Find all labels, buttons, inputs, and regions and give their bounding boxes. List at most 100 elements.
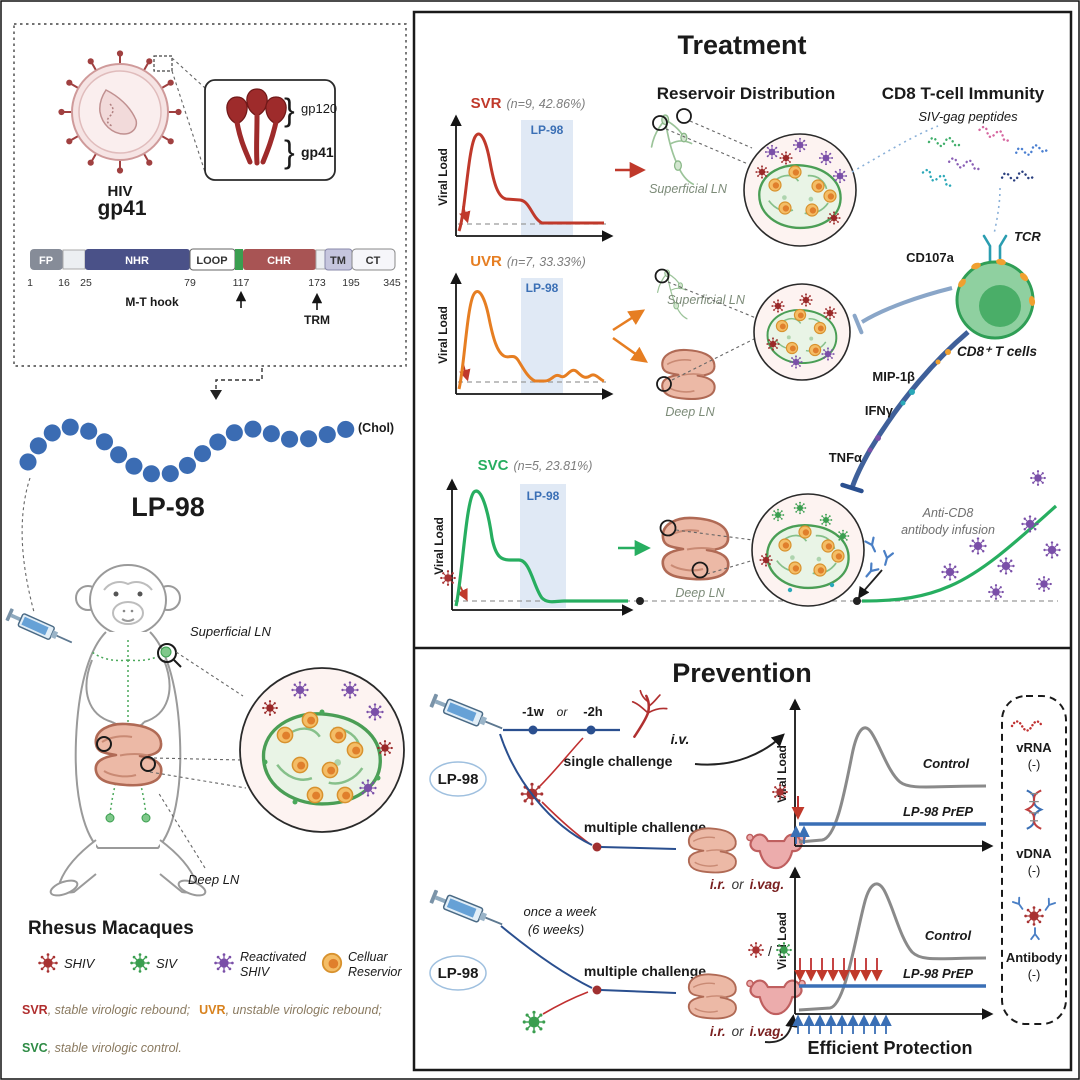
control-curve (798, 882, 987, 1012)
lp98-badge-circle (429, 955, 487, 991)
iv-route-label: i.v. (671, 731, 690, 747)
anti-cd8-label-line1: Anti-CD8 (922, 506, 974, 520)
gp41-brace: } (284, 134, 295, 170)
gp120-brace: } (284, 92, 295, 128)
zoom-pointer-line (671, 337, 757, 381)
hiv-virion-icon (58, 50, 182, 174)
left-panel: HIV } } gp120 gp41 gp41 FP NHR (4, 23, 407, 1055)
reactivated-shiv-icon (1020, 514, 1040, 534)
uvr-arrow-icon (612, 309, 646, 332)
challenge-dot (592, 985, 602, 995)
zoom-pointer-line (665, 128, 749, 165)
inhibition-tbar-icon (852, 313, 864, 335)
deep-ln-pointer-line (157, 791, 206, 869)
viral-load-axis-label: Viral Load (436, 306, 450, 364)
ln-marker-icon (676, 108, 692, 124)
shiv-icon (439, 569, 457, 587)
gp41-stems-icon (234, 113, 279, 166)
lp98-to-syringe-line (21, 477, 35, 613)
reactivated-shiv-icon (996, 556, 1016, 576)
tcell-nucleus (979, 285, 1021, 327)
svr-group-label: SVR(n=9, 42.86%) (471, 95, 586, 112)
gp41-domain-bar: FP NHR LOOP CHR TM CT (30, 248, 396, 271)
segment-fp: FP (39, 255, 53, 267)
challenge-arrows-row (794, 958, 883, 982)
zoom-pointer-line (667, 281, 757, 319)
gp120-label: gp120 (301, 101, 337, 116)
timeline-dot (636, 597, 644, 605)
svc-viral-load-graph: SVC(n=5, 23.81%) LP-98 Viral Load (432, 457, 1058, 616)
schedule-label-line2: (6 weeks) (528, 922, 584, 937)
uvr-group-label: UVR(n=7, 33.33%) (470, 253, 586, 270)
segment-tm: TM (330, 255, 346, 267)
trm-label: TRM (304, 313, 330, 327)
vdna-label: vDNA (1016, 846, 1052, 861)
lp98-dosing-band (521, 120, 573, 236)
reservoir-zoom-circle (239, 667, 405, 833)
svg-text:1: 1 (27, 277, 33, 289)
cellular-reservoir-icon (321, 952, 343, 974)
viral-load-axis-label: Viral Load (775, 745, 789, 803)
lp98-dosing-band (520, 484, 566, 608)
lp98-name: LP-98 (131, 492, 205, 522)
reactivated-shiv-icon (987, 583, 1005, 601)
prep-label: LP-98 PrEP (903, 804, 973, 819)
inhibition-line (860, 286, 953, 324)
timeline-dot (853, 597, 861, 605)
mip1b-label: MIP-1β (872, 369, 915, 384)
treatment-section: Treatment Reservoir Distribution CD8 T-c… (432, 30, 1062, 616)
lymph-node-dot (141, 813, 151, 823)
svg-text:79: 79 (184, 277, 196, 289)
svg-text:195: 195 (342, 277, 360, 289)
or-label: or (557, 705, 569, 719)
prevention-graph-single: Viral Load Control LP-98 PrEP (694, 698, 994, 852)
viral-load-axis-label: Viral Load (436, 148, 450, 206)
ln-marker-icon (691, 561, 709, 579)
ln-marker-icon (659, 519, 677, 537)
prep-label: LP-98 PrEP (903, 966, 973, 981)
reservoir-label-line2: Reservior (348, 965, 402, 979)
vrna-icon (1010, 720, 1044, 732)
virus-legend: SHIV SIV Reactivated SHIV Celluar Reserv… (37, 950, 402, 979)
virus-antibody-icon (1023, 905, 1045, 927)
reservoir-label-line1: Celluar (348, 950, 388, 964)
schedule-label-line1: once a week (524, 904, 598, 919)
reactivated-shiv-icon (940, 562, 960, 582)
multiple-challenge-label: multiple challenge (584, 963, 706, 979)
minus-2h-label: -2h (583, 704, 603, 719)
cd107a-label: CD107a (906, 250, 954, 265)
lp98-dose-label: LP-98 (438, 771, 479, 788)
lymph-node-dot (105, 813, 115, 823)
anti-cd8-label-line2: antibody infusion (901, 523, 995, 537)
zoom-pointer-line (175, 651, 244, 697)
cd107a-granules-icon (958, 258, 1036, 306)
svc-reservoir-row: Deep LN (618, 493, 865, 607)
uvr-curve (457, 290, 605, 390)
zoom-pointer-line (153, 757, 242, 761)
cd8-immunity-header: CD8 T-cell Immunity (882, 84, 1045, 103)
rebound-curve (861, 504, 1058, 603)
to-peptides-dotted-line (851, 125, 939, 173)
superficial-ln-label: Superficial LN (190, 624, 272, 639)
efficient-protection-footer: Efficient Protection (807, 1038, 972, 1058)
axillary-node-dot (160, 646, 172, 658)
cd8-cells-label: CD8⁺ T cells (957, 344, 1037, 359)
svr-reservoir-row: Superficial LN (615, 108, 939, 247)
reactivated-label-line2: SHIV (240, 965, 271, 979)
svc-curve (454, 489, 628, 607)
virus-to-iv-line (539, 737, 584, 787)
uvr-arrow-icon (612, 336, 648, 363)
reactivated-shiv-icon (213, 952, 235, 974)
svg-text:117: 117 (233, 277, 250, 289)
hiv-construct-box (13, 23, 407, 367)
reactivated-shiv-icon (968, 536, 988, 556)
control-curve (798, 726, 987, 844)
prevention-graph-multiple: Viral Load Control LP-98 PrEP / (747, 866, 994, 1044)
vrna-negative: (-) (1028, 758, 1041, 772)
zoom-pointer-line (689, 120, 753, 149)
viral-load-axis-label: Viral Load (432, 517, 446, 575)
lp98-badge-circle (429, 761, 487, 797)
